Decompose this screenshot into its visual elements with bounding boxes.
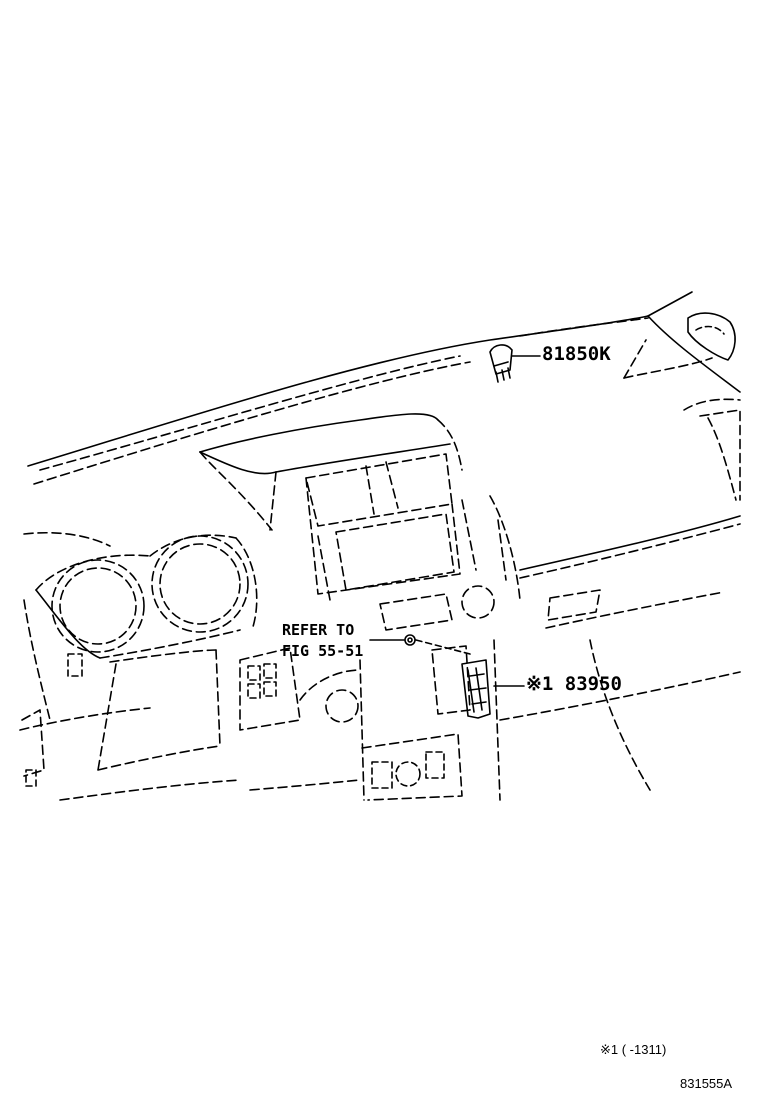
refer-to-line1: REFER TO [282,621,355,639]
part-81850k-fixture [489,344,513,383]
callout-81850k: 81850K [542,343,611,365]
part-83950-module [431,645,491,719]
center-stack-hood [199,413,463,531]
center-display [305,453,477,601]
center-stack-lower [299,495,521,801]
lower-dashboard [249,515,741,791]
right-upper-panel [623,339,741,501]
dashboard-top-edge [27,291,741,485]
instrument-cluster [35,534,258,659]
steering-knee-panel [97,647,301,771]
fastener-clip [404,634,471,655]
right-upper-vent [687,312,736,361]
drawing-code: 831555A [680,1076,733,1091]
refer-to-line2: FIG 55-51 [282,642,364,660]
left-side-panels [19,531,241,801]
callout-83950: ※1 83950 [526,673,622,695]
applicability-note: ※1 ( -1311) [600,1042,667,1057]
refer-to-label: REFER TO FIG 55-51 [282,620,363,662]
